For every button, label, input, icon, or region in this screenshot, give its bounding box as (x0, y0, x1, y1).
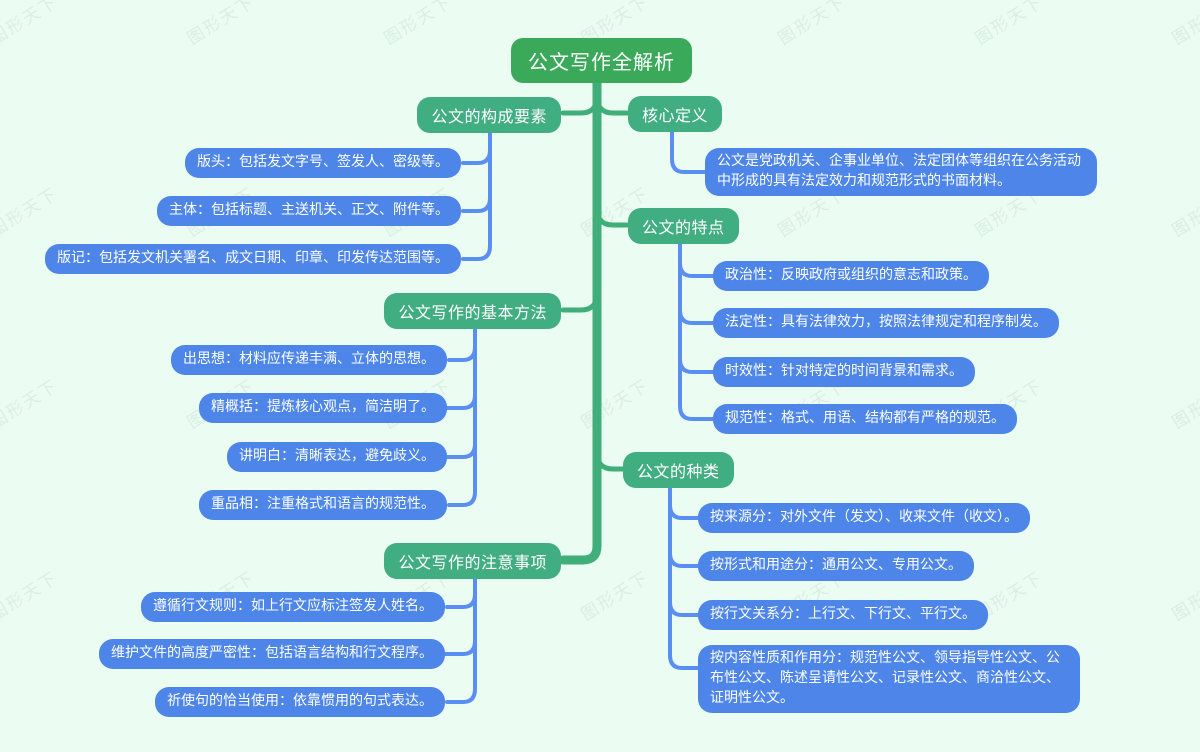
branch-connector (560, 290, 600, 313)
branch-connector (594, 449, 628, 472)
mindmap-leaf[interactable]: 版头：包括发文字号、签发人、密级等。 (185, 148, 461, 178)
mindmap-leaf[interactable]: 规范性：格式、用语、结构都有严格的规范。 (713, 404, 1017, 434)
leaf-connector (668, 482, 701, 670)
mindmap-leaf[interactable]: 按形式和用途分：通用公文、专用公文。 (698, 551, 974, 581)
root-node[interactable]: 公文写作全解析 (511, 38, 692, 83)
mindmap-leaf[interactable]: 主体：包括标题、主送机关、正文、附件等。 (157, 196, 461, 226)
branch-connector (560, 93, 600, 116)
mindmap-leaf[interactable]: 按行文关系分：上行文、下行文、平行文。 (698, 600, 988, 630)
leaf-connector (668, 503, 701, 520)
trunk-connector (558, 71, 602, 565)
mindmap-leaf[interactable]: 公文是党政机关、企事业单位、法定团体等组织在公务活动中形成的具有法定效力和规范形… (705, 148, 1097, 196)
leaf-connector (678, 308, 716, 325)
mindmap-leaf[interactable]: 祈使句的恰当使用：依靠惯用的句式表达。 (155, 687, 445, 717)
leaf-connector (670, 127, 708, 174)
leaf-connector (447, 325, 477, 507)
branch-node-basic-methods[interactable]: 公文写作的基本方法 (384, 293, 561, 329)
leaf-connector (461, 128, 492, 261)
mindmap-leaf[interactable]: 出思想：材料应传递丰满、立体的思想。 (171, 345, 447, 375)
mindmap-leaf[interactable]: 政治性：反映政府或组织的意志和政策。 (713, 261, 989, 291)
mindmap-leaf[interactable]: 时效性：针对特定的时间背景和需求。 (713, 357, 975, 387)
leaf-connector (445, 574, 477, 704)
mindmap-leaf[interactable]: 精概括：提炼核心观点，简洁明了。 (199, 393, 447, 423)
leaf-connector (668, 551, 701, 568)
leaf-connector (678, 357, 716, 374)
branch-connector (594, 93, 633, 116)
leaf-connector (445, 442, 477, 459)
mindmap-leaf[interactable]: 按来源分：对外文件（发文）、收来文件（收文）。 (698, 503, 1030, 533)
leaf-connector (461, 148, 492, 165)
mindmap-leaf[interactable]: 法定性：具有法律效力，按照法律规定和程序制发。 (713, 308, 1059, 338)
leaf-connector (447, 345, 477, 362)
leaf-connector (678, 239, 716, 421)
branch-node-types[interactable]: 公文的种类 (623, 452, 734, 488)
leaf-connector (443, 393, 477, 410)
mindmap-leaf[interactable]: 遵循行文规则：如上行文应标注签发人姓名。 (141, 592, 445, 622)
leaf-connector (678, 261, 716, 278)
branch-node-core-definition[interactable]: 核心定义 (628, 96, 723, 132)
mindmap-leaf[interactable]: 讲明白：清晰表达，避免歧义。 (227, 442, 447, 472)
mindmap-leaf[interactable]: 版记：包括发文机关署名、成文日期、印章、印发传达范围等。 (45, 244, 461, 274)
leaf-connector (668, 600, 701, 617)
leaf-connector (461, 196, 492, 213)
mindmap-leaf[interactable]: 重品相：注重格式和语言的规范性。 (199, 490, 447, 520)
mindmap-leaf[interactable]: 按内容性质和作用分：规范性公文、领导指导性公文、公布性公文、陈述呈请性公文、记录… (698, 645, 1080, 713)
leaf-connector (443, 639, 477, 656)
branch-node-components[interactable]: 公文的构成要素 (417, 97, 561, 133)
mindmap-leaf[interactable]: 维护文件的高度严密性：包括语言结构和行文程序。 (99, 639, 445, 669)
branch-node-notes[interactable]: 公文写作的注意事项 (384, 543, 561, 579)
leaf-connector (445, 592, 477, 609)
branch-connector (594, 205, 633, 228)
branch-node-features[interactable]: 公文的特点 (628, 208, 739, 244)
